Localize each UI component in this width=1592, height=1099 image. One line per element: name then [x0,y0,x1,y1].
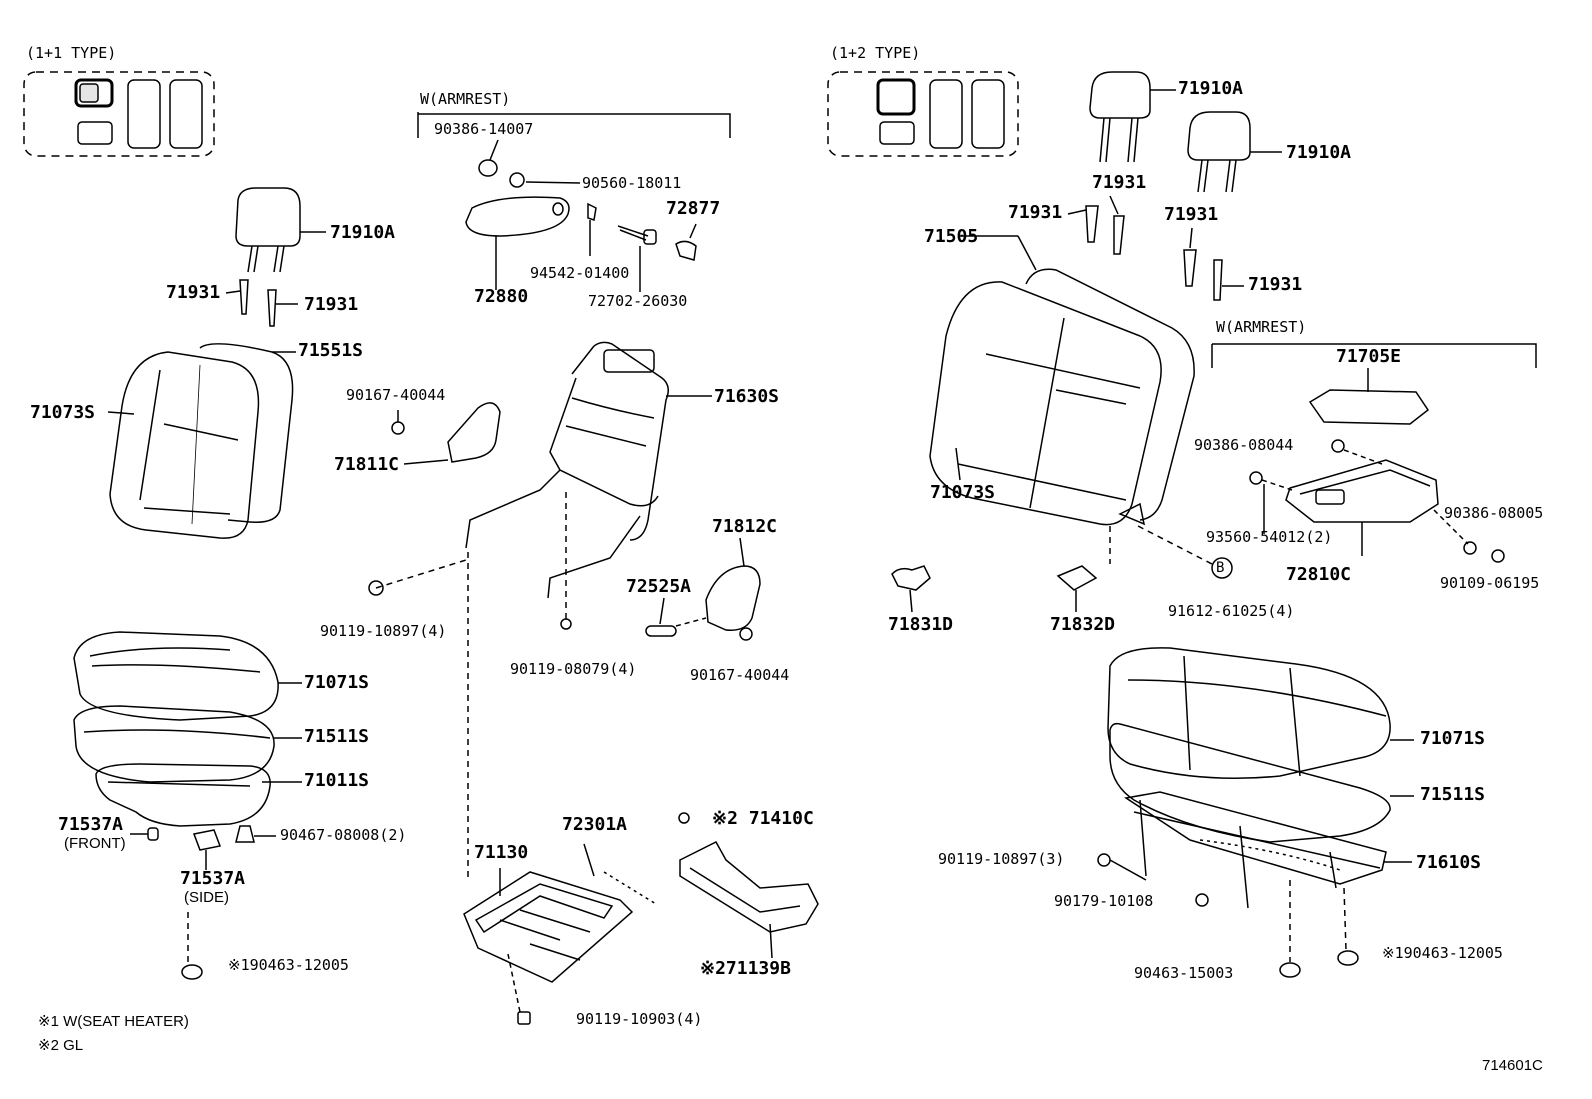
part-90463-15003: 90463-15003 [1134,964,1234,982]
part-72702-26030: 72702-26030 [588,292,688,310]
footnote-1: ※1 W(SEAT HEATER) [38,1013,189,1030]
part-91612-61025-4: 91612-61025(4) [1168,602,1295,620]
part-72301a: 72301A [562,814,628,835]
part-90167-40044-b: 90167-40044 [690,666,790,684]
type-indicator-1plus2 [827,71,1019,157]
part-71931-a: 71931 [166,282,221,303]
part-71910a-right-a: 71910A [1178,78,1244,99]
part-71537a-side: 71537A [180,868,246,889]
part-90386-08005: 90386-08005 [1444,504,1544,522]
bracket-71139b [678,812,819,959]
side-cover-71812c [645,537,761,641]
part-71931-b: 71931 [304,294,359,315]
side-cover-71811c [391,402,501,465]
part-71931-right-a: 71931 [1092,172,1147,193]
part-71931-right-d: 71931 [1248,274,1303,295]
seat-cushion-right [1107,647,1414,843]
part-90119-08079-4: 90119-08079(4) [510,660,637,678]
part-71931-right-b: 71931 [1008,202,1063,223]
part-71511s-right: 71511S [1420,784,1486,805]
part-72880: 72880 [474,286,529,307]
part-71910a-right-b: 71910A [1286,142,1352,163]
part-72877: 72877 [666,198,721,219]
part-71071s-right: 71071S [1420,728,1486,749]
footnote-2: ※2 GL [38,1037,84,1054]
armrest-group-right [1211,343,1537,563]
type-label-right: (1+2 TYPE) [830,44,921,62]
armrest-group-left [417,112,731,292]
part-90119-10903-4: 90119-10903(4) [576,1010,703,1028]
part-190463-12005-right: ※190463-12005 [1382,944,1503,962]
part-71410c: ※2 71410C [712,808,814,829]
part-71610s: 71610S [1416,852,1482,873]
type-indicator-1plus1 [23,71,215,157]
seatback-frame-left [368,341,712,880]
part-72810c: 72810C [1286,564,1352,585]
part-90109-06195: 90109-06195 [1440,574,1540,592]
part-71931-right-c: 71931 [1164,204,1219,225]
part-71130: 71130 [474,842,529,863]
part-71139b: ※271139B [700,958,791,979]
part-94542-01400: 94542-01400 [530,264,630,282]
front-note: (FRONT) [64,835,126,852]
part-93560-54012-2: 93560-54012(2) [1206,528,1333,546]
part-90179-10108: 90179-10108 [1054,892,1154,910]
part-71831d: 71831D [888,614,954,635]
part-71071s-left: 71071S [304,672,370,693]
part-71073s-right: 71073S [930,482,996,503]
part-71073s-left: 71073S [30,402,96,423]
part-90167-40044-a: 90167-40044 [346,386,446,404]
part-71551s: 71551S [298,340,364,361]
part-90386-08044: 90386-08044 [1194,436,1294,454]
seat-cushion-left [73,631,302,980]
type-label-left: (1+1 TYPE) [26,44,117,62]
part-71705e: 71705E [1336,346,1402,367]
part-71832d: 71832D [1050,614,1116,635]
armrest-label-left: W(ARMREST) [420,90,511,108]
part-71537a-front: 71537A [58,814,124,835]
part-90119-10897-4: 90119-10897(4) [320,622,447,640]
part-90560-18011: 90560-18011 [582,174,682,192]
part-71812c: 71812C [712,516,778,537]
part-90386-14007: 90386-14007 [434,120,534,138]
headrests-right [1067,71,1282,301]
b-marker: B [1216,560,1225,576]
armrest-label-right: W(ARMREST) [1216,318,1307,336]
part-71910a-left: 71910A [330,222,396,243]
seatback-right [929,235,1213,565]
part-71811c: 71811C [334,454,400,475]
part-72525a: 72525A [626,576,692,597]
seatback-left [107,343,296,539]
part-71511s-left: 71511S [304,726,370,747]
headrest-left [225,187,326,327]
part-71630s: 71630S [714,386,780,407]
brackets-right [891,557,1233,613]
side-note: (SIDE) [184,889,229,906]
part-90467-08008-2: 90467-08008(2) [280,826,407,844]
seat-frame-71610s [1097,791,1412,978]
part-90119-10897-3: 90119-10897(3) [938,850,1065,868]
part-71011s: 71011S [304,770,370,791]
part-71505: 71505 [924,226,979,247]
seat-frame-71130 [463,843,657,1025]
figure-id: 714601C [1482,1057,1543,1074]
part-190463-12005-left: ※190463-12005 [228,956,349,974]
